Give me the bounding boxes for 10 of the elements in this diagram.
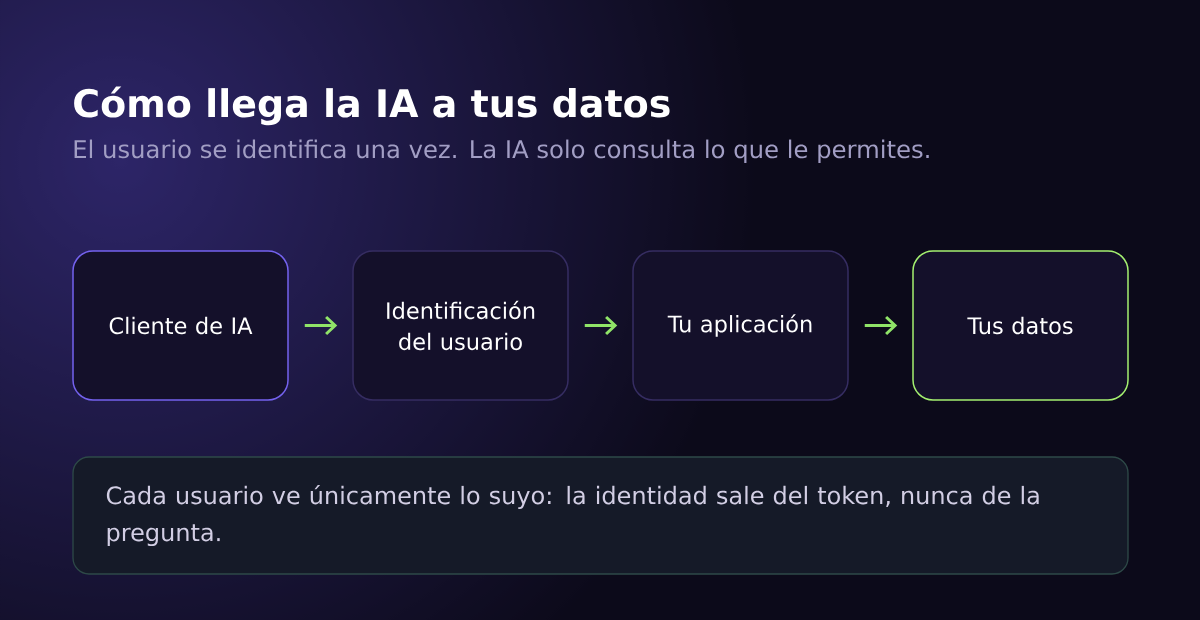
title: Cómo llega la IA a tus datos bbox=[74, 86, 670, 126]
process-box: Cliente de IA bbox=[72, 250, 289, 401]
arrow bbox=[864, 315, 898, 336]
arrow bbox=[304, 315, 338, 336]
subtitle: El usuario se identifica una vez. La IA solo consulta lo que le permites. bbox=[74, 139, 929, 164]
note-box: Cada usuario ve únicamente lo suyo: la identidad sale del token, nunca de la pregunta. bbox=[72, 456, 1129, 575]
process-box: Tus datos bbox=[912, 250, 1129, 401]
process-box: Identificación del usuario bbox=[352, 250, 569, 401]
arrow bbox=[584, 315, 618, 336]
process-box: Tu aplicación bbox=[632, 250, 849, 401]
